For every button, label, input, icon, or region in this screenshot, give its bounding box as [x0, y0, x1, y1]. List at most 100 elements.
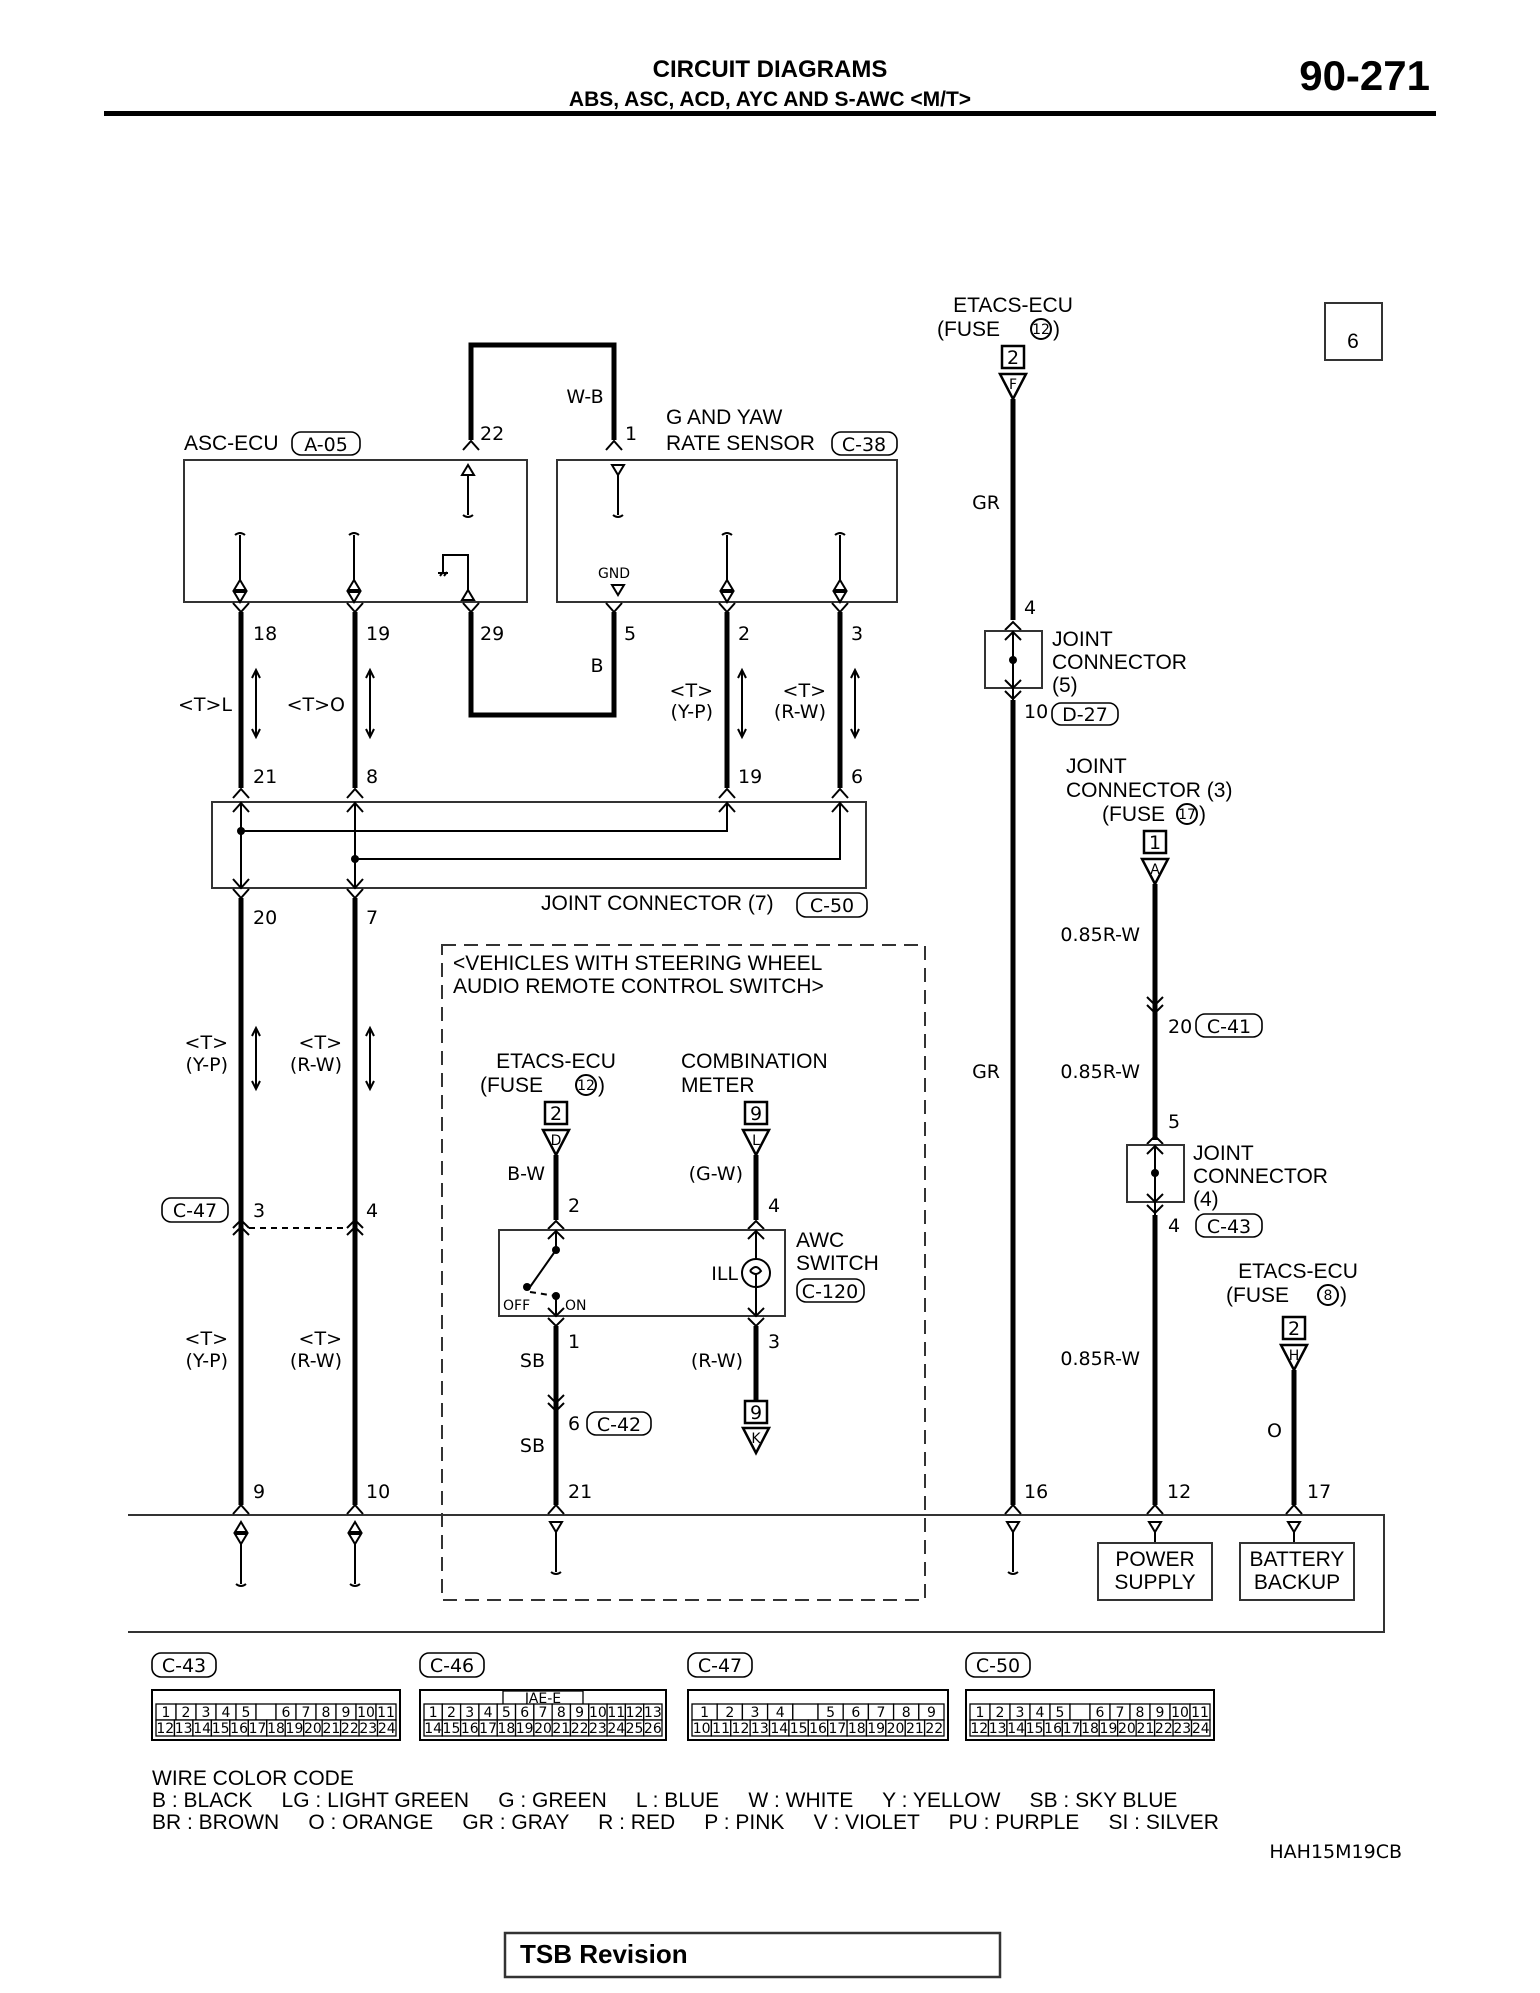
cavity-number: 19 [1100, 1721, 1118, 1737]
cavity-number: 3 [202, 1705, 211, 1721]
pin-label: 4 [366, 1200, 378, 1222]
tsb-revision-label: TSB Revision [520, 1939, 688, 1969]
terminal-box-number: 1 [1149, 832, 1161, 854]
pin-label: 16 [1024, 1481, 1048, 1503]
wire-color-label: (R-W) [290, 1350, 342, 1372]
terminal-letter: L [752, 1133, 760, 1149]
wire-color-label: (Y-P) [671, 701, 714, 723]
wire-color-label: (Y-P) [186, 1054, 229, 1076]
cavity-number: 16 [230, 1721, 248, 1737]
cavity-number: 10 [589, 1705, 607, 1721]
awc-switch-box [498, 1229, 786, 1317]
wire-color-label: (R-W) [774, 701, 826, 723]
awc-switch-circuit: ETACS-ECU (FUSE 12 ) 2 D COMBINATION MET… [480, 1050, 879, 1505]
pin-label: 20 [1168, 1016, 1192, 1038]
cavity-number: 14 [1007, 1721, 1025, 1737]
etacs-gr-circuit: ETACS-ECU (FUSE 12 ) 2 F GR 4 JOINT CONN… [937, 294, 1187, 1505]
joint-connector-7-label: JOINT CONNECTOR (7) [541, 892, 774, 915]
pin-label: 6 [568, 1413, 580, 1435]
cavity-number: 1 [429, 1705, 438, 1721]
wire-color-label: (Y-P) [186, 1350, 229, 1372]
pin-label: 2 [568, 1195, 580, 1217]
cavity-number: 5 [1056, 1705, 1065, 1721]
cavity-number: 17 [249, 1721, 267, 1737]
cavity-number: 20 [1118, 1721, 1136, 1737]
connector-cavity [376, 1719, 397, 1737]
connector-tag [1195, 1013, 1263, 1038]
c42-connector: C-42 [597, 1414, 641, 1436]
connector-cavity [923, 1719, 945, 1737]
variant-label-line1: <VEHICLES WITH STEERING WHEEL [453, 952, 822, 975]
cavity-number: 20 [534, 1721, 552, 1737]
terminal-box-number: 2 [1288, 1318, 1300, 1340]
cavity-number: 9 [342, 1705, 351, 1721]
fuse-number: 17 [1178, 807, 1196, 823]
cavity-number: 8 [1136, 1705, 1145, 1721]
connector-tag [796, 1278, 865, 1303]
off-label: OFF [503, 1298, 530, 1314]
joint-connector-4-connector: C-43 [1207, 1216, 1251, 1238]
cavity-number: 17 [828, 1721, 846, 1737]
paren: ) [598, 1074, 605, 1097]
cavity-number: 8 [902, 1705, 911, 1721]
cavity-number: 7 [539, 1705, 548, 1721]
pin-label: 1 [568, 1331, 580, 1353]
pin-label: 2 [738, 623, 750, 645]
cavity-number: 4 [222, 1705, 231, 1721]
wire-color-label: (G-W) [689, 1163, 743, 1185]
cavity-number: 8 [322, 1705, 331, 1721]
cavity-number: 20 [887, 1721, 905, 1737]
terminal-letter: F [1009, 377, 1017, 393]
cavity-number: 25 [626, 1721, 644, 1737]
cavity-number: 5 [242, 1705, 251, 1721]
cavity-number: 16 [1044, 1721, 1062, 1737]
cavity-number: 19 [516, 1721, 534, 1737]
cavity-number: 16 [461, 1721, 479, 1737]
connector-tag [831, 431, 898, 456]
cavity-number: 10 [693, 1721, 711, 1737]
wire-color-label: <T> [783, 680, 826, 702]
cavity-number: 22 [341, 1721, 359, 1737]
cavity-number: 4 [1036, 1705, 1045, 1721]
sensor-label-line2: RATE SENSOR [666, 432, 815, 455]
terminal-letter: K [751, 1431, 761, 1447]
wire-color-label: (R-W) [290, 1054, 342, 1076]
terminal-letter: D [551, 1133, 562, 1149]
wire-color-label: 0.85R-W [1060, 1061, 1140, 1083]
jc3-fuse-label: (FUSE [1102, 803, 1165, 826]
connector-tag [419, 1652, 485, 1678]
cavity-number: 22 [1155, 1721, 1173, 1737]
g-yaw-rate-sensor: G AND YAW RATE SENSOR C-38 GND [556, 406, 898, 604]
etacs-fuse-label: (FUSE [480, 1074, 543, 1097]
wire-color-label: <T>O [287, 694, 345, 716]
cavity-number: 11 [607, 1705, 625, 1721]
cavity-number: 23 [589, 1721, 607, 1737]
cavity-number: 9 [1156, 1705, 1165, 1721]
cavity-number: 24 [1192, 1721, 1210, 1737]
pin-label: 17 [1307, 1481, 1331, 1503]
pin-label: 4 [1024, 597, 1036, 619]
wire-b-ground-loop: 29 5 B [462, 602, 636, 718]
paren: ) [1199, 803, 1206, 826]
page-subtitle: ABS, ASC, ACD, AYC AND S-AWC <M/T> [569, 88, 971, 111]
battery-backup-circuit: ETACS-ECU (FUSE 8 ) 2 H O 17 [1226, 1260, 1358, 1505]
pin-label: 4 [768, 1195, 780, 1217]
terminal-box-number: 2 [1007, 347, 1019, 369]
fuse-number: 8 [1324, 1288, 1333, 1304]
joint-connector-5-label: JOINT [1052, 628, 1113, 651]
page-header: CIRCUIT DIAGRAMS ABS, ASC, ACD, AYC AND … [104, 52, 1436, 116]
on-label: ON [565, 1298, 587, 1314]
cavity-number: 13 [644, 1705, 662, 1721]
etacs-label: ETACS-ECU [496, 1050, 616, 1073]
variant-box: <VEHICLES WITH STEERING WHEEL AUDIO REMO… [441, 944, 926, 1601]
pin-label: 9 [253, 1481, 265, 1503]
cavity-number: 3 [1016, 1705, 1025, 1721]
cavity-number: 22 [925, 1721, 943, 1737]
connector-tag [965, 1652, 1031, 1678]
wire-color-label: 0.85R-W [1060, 1348, 1140, 1370]
sheet-index: 6 [1347, 330, 1359, 353]
bottom-unit: POWER SUPPLY BATTERY BACKUP [128, 1503, 1385, 1633]
jc3-label: JOINT [1066, 755, 1127, 778]
cavity-number: 14 [424, 1721, 442, 1737]
